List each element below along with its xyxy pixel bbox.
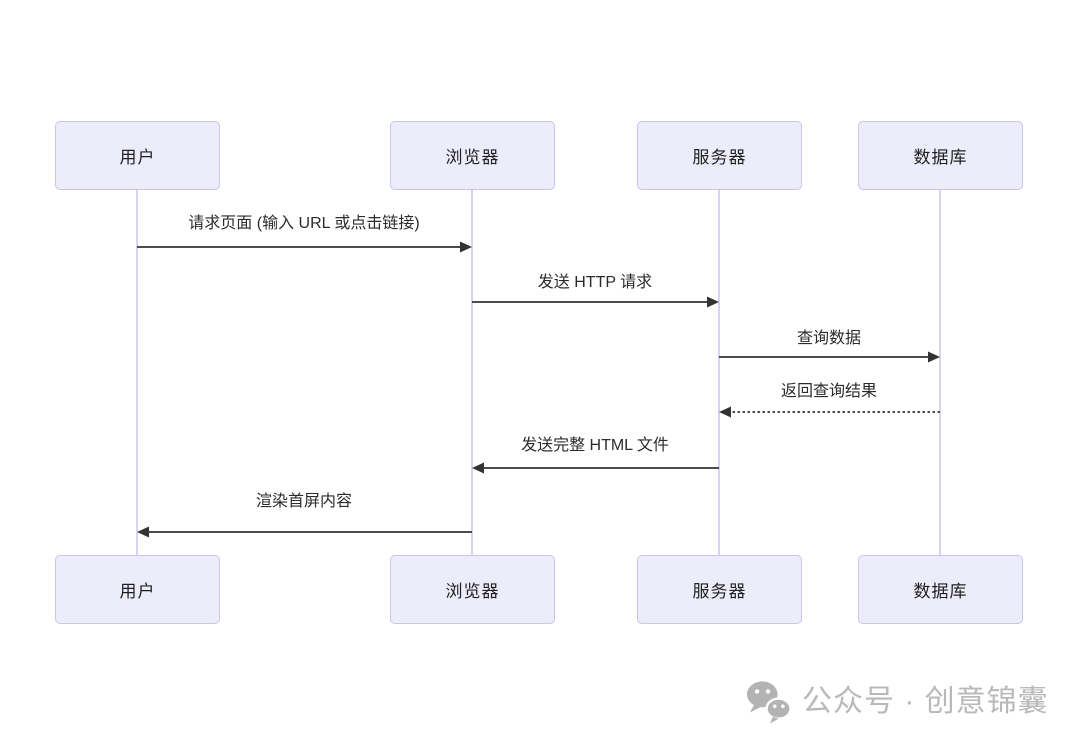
message-arrow-2 (472, 296, 719, 308)
actor-browser-top-label: 浏览器 (445, 148, 500, 167)
message-label-2: 发送 HTTP 请求 (537, 274, 653, 291)
actor-database-bottom-label: 数据库 (913, 582, 968, 601)
watermark-text: 公众号 · 创意锦囊 (802, 685, 1049, 718)
message-label-4: 返回查询结果 (780, 383, 878, 400)
actor-user-bottom-label: 用户 (119, 582, 156, 601)
message-arrow-5 (472, 462, 719, 474)
actor-user-top-label: 用户 (119, 148, 156, 167)
message-arrow-1 (137, 241, 472, 253)
actor-browser-top: 浏览器 (390, 121, 555, 190)
actor-server-top-label: 服务器 (692, 148, 747, 167)
message-label-6: 渲染首屏内容 (255, 493, 353, 510)
message-label-5: 发送完整 HTML 文件 (521, 437, 669, 454)
actor-user-bottom: 用户 (55, 555, 220, 624)
message-arrow-3 (719, 351, 940, 363)
message-label-1: 请求页面 (输入 URL 或点击链接) (188, 215, 420, 232)
watermark: 公众号 · 创意锦囊 (746, 680, 1049, 724)
actor-database-top: 数据库 (858, 121, 1023, 190)
actor-browser-bottom-label: 浏览器 (445, 582, 500, 601)
wechat-icon (747, 681, 792, 724)
actor-database-top-label: 数据库 (913, 148, 968, 167)
actor-database-bottom: 数据库 (858, 555, 1023, 624)
actor-browser-bottom: 浏览器 (390, 555, 555, 624)
actor-server-bottom-label: 服务器 (692, 582, 747, 601)
actor-server-top: 服务器 (637, 121, 802, 190)
message-label-3: 查询数据 (796, 330, 862, 347)
message-arrow-4 (719, 406, 940, 418)
message-arrow-6 (137, 526, 472, 538)
actor-server-bottom: 服务器 (637, 555, 802, 624)
actor-user-top: 用户 (55, 121, 220, 190)
